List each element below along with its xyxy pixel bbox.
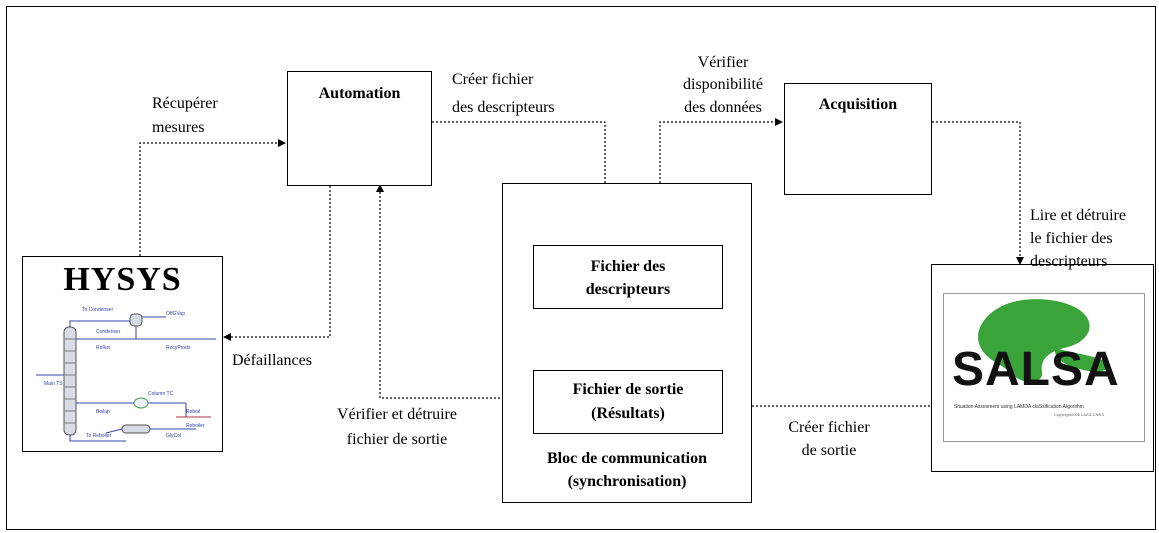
automation-title: Automation <box>318 85 401 102</box>
arrow-recuperer-mesures <box>139 139 286 256</box>
fichier-descripteurs-line1: Fichier des <box>590 258 666 275</box>
hysys-label-condenser: Condenser <box>96 329 121 335</box>
label-verifier-dispo-line3: des données <box>684 99 762 116</box>
salsa-subtitle: Situation Assesment using LAMDA claSsifi… <box>954 404 1084 410</box>
diagram-frame <box>6 6 1156 530</box>
hysys-label-recyprods: RecyProds <box>166 345 191 351</box>
arrow-defaillances <box>223 186 331 341</box>
hysys-label-column-tc: Column TC <box>148 391 174 397</box>
arrow-verifier-detruire <box>376 184 532 399</box>
label-creer-sortie-line1: Créer fichier <box>788 419 870 436</box>
salsa-box: SALSA Situation Assesment using LAMDA cl… <box>931 264 1154 472</box>
fichier-descripteurs-line2: descripteurs <box>585 281 671 298</box>
fichier-descripteurs-box: Fichier des descripteurs <box>533 245 723 309</box>
hysys-label-to-reboiler: To Reboiler <box>86 433 112 439</box>
label-creer-desc-line1: Créer fichier <box>452 71 534 88</box>
salsa-wordmark: SALSA <box>952 343 1120 396</box>
condenser-shape <box>129 313 143 327</box>
label-recuperer-line1: Récupérer <box>152 95 218 112</box>
column-shape <box>63 326 77 436</box>
label-creer-desc-line2: des descripteurs <box>452 99 555 116</box>
acquisition-title: Acquisition <box>818 96 898 113</box>
fichier-sortie-line2: (Résultats) <box>591 405 665 422</box>
label-verifier-detruire-line2: fichier de sortie <box>346 431 448 448</box>
label-lire-detruire-line3: descripteurs <box>1030 253 1108 270</box>
hysys-label-main-ts: Main TS <box>44 381 63 387</box>
block-title-line2: (synchronisation) <box>567 473 687 490</box>
fichier-sortie-line1: Fichier de sortie <box>572 381 684 398</box>
label-lire-detruire-line2: le fichier des <box>1030 230 1113 247</box>
label-verifier-dispo-line2: disponibilité <box>683 76 763 93</box>
salsa-blob-icon <box>978 299 1109 383</box>
reboiler-shape <box>121 424 151 434</box>
hysys-label-offgvap: OffGVap <box>166 311 185 317</box>
hysys-label-reflux: Reflux <box>96 345 111 351</box>
hysys-label-reboiler: Reboiler <box>186 423 205 429</box>
label-creer-sortie-line2: de sortie <box>801 442 857 459</box>
hysys-title: HYSYS <box>63 261 182 298</box>
fichier-sortie-box: Fichier de sortie (Résultats) <box>533 370 723 434</box>
heat-exchanger-shape <box>133 397 149 409</box>
hysys-label-to-condenser: To Condenser <box>82 307 113 313</box>
label-recuperer-line2: mesures <box>152 119 205 136</box>
label-lire-detruire-line1: Lire et détruire <box>1030 207 1126 224</box>
hysys-label-boilup: Boilup <box>96 409 110 415</box>
automation-box: Automation <box>287 71 432 186</box>
acquisition-box: Acquisition <box>784 83 932 195</box>
salsa-copyright: Copyright2006 LAAS-CNRS <box>1054 412 1105 417</box>
hysys-box: HYSYS <box>22 256 223 452</box>
label-verifier-dispo-line1: Vérifier <box>697 54 749 71</box>
label-verifier-detruire-line1: Vérifier et détruire <box>337 406 457 423</box>
block-title-line1: Bloc de communication <box>547 450 707 467</box>
salsa-logo: SALSA Situation Assesment using LAMDA cl… <box>943 293 1145 442</box>
hysys-process-diagram: To Condenser OffGVap Condenser Reflux Re… <box>36 307 216 442</box>
hysys-label-reboil: Reboil <box>186 409 200 415</box>
hysys-label-glycol: GlyCol <box>166 433 181 439</box>
arrow-lire-detruire <box>932 121 1024 265</box>
communication-block: Bloc de communication (synchronisation) <box>502 183 752 503</box>
label-defaillances: Défaillances <box>232 352 312 369</box>
